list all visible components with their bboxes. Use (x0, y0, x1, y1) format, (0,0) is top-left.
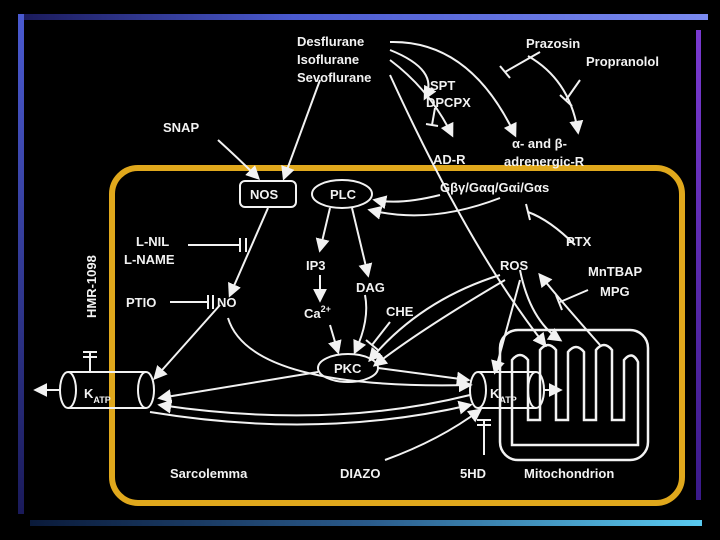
label-mntbap: MnTBAP (588, 264, 642, 279)
label-l-name: L-NAME (124, 252, 175, 267)
nos-box (239, 180, 297, 208)
label-sevoflurane: Sevoflurane (297, 70, 371, 85)
label-katp-left-subscript: ATP (93, 395, 110, 405)
pathway-arrows (33, 40, 601, 461)
label-dpcpx: DPCPX (426, 95, 471, 110)
label-katp-right: KATP (490, 386, 517, 405)
label-alpha-beta: α- and β- (512, 136, 567, 151)
label-che: CHE (386, 304, 414, 319)
label-nos: NOS (250, 187, 279, 202)
label-mpg: MPG (600, 284, 630, 299)
label-5hd: 5HD (460, 466, 486, 481)
label-mitochondrion: Mitochondrion (524, 466, 614, 481)
label-no: NO (217, 295, 237, 310)
label-ptio: PTIO (126, 295, 156, 310)
label-ros: ROS (500, 258, 529, 273)
mitochondrion-shape (498, 328, 650, 462)
label-ip3: IP3 (306, 258, 326, 273)
decorative-bar-left (18, 14, 24, 514)
inhibition-lines (83, 51, 589, 455)
label-dag: DAG (356, 280, 385, 295)
label-snap: SNAP (163, 120, 199, 135)
decorative-bar-bottom (30, 520, 702, 526)
label-ca: Ca2+ (304, 304, 331, 321)
label-ptx: PTX (566, 234, 592, 249)
plc-oval (311, 179, 373, 209)
label-desflurane: Desflurane (297, 34, 364, 49)
sarcolemma-membrane (109, 165, 685, 506)
label-pkc: PKC (334, 361, 362, 376)
label-plc: PLC (330, 187, 357, 202)
label-l-nil: L-NIL (136, 234, 169, 249)
label-ad-r: AD-R (433, 152, 466, 167)
label-katp-right-subscript: ATP (499, 395, 516, 405)
label-ca-superscript: 2+ (321, 304, 331, 314)
decorative-bar-right (696, 30, 701, 500)
label-adrenergic-r: adrenergic-R (504, 154, 585, 169)
decorative-bar-top (18, 14, 708, 20)
label-sarcolemma: Sarcolemma (170, 466, 248, 481)
label-prazosin: Prazosin (526, 36, 580, 51)
label-g-proteins: Gβγ/Gαq/Gαi/Gαs (440, 180, 549, 195)
label-propranolol: Propranolol (586, 54, 659, 69)
label-hmr-1098: HMR-1098 (84, 255, 99, 318)
label-diazo: DIAZO (340, 466, 380, 481)
label-spt: SPT (430, 78, 455, 93)
label-isoflurane: Isoflurane (297, 52, 359, 67)
label-katp-left: KATP (84, 386, 111, 405)
